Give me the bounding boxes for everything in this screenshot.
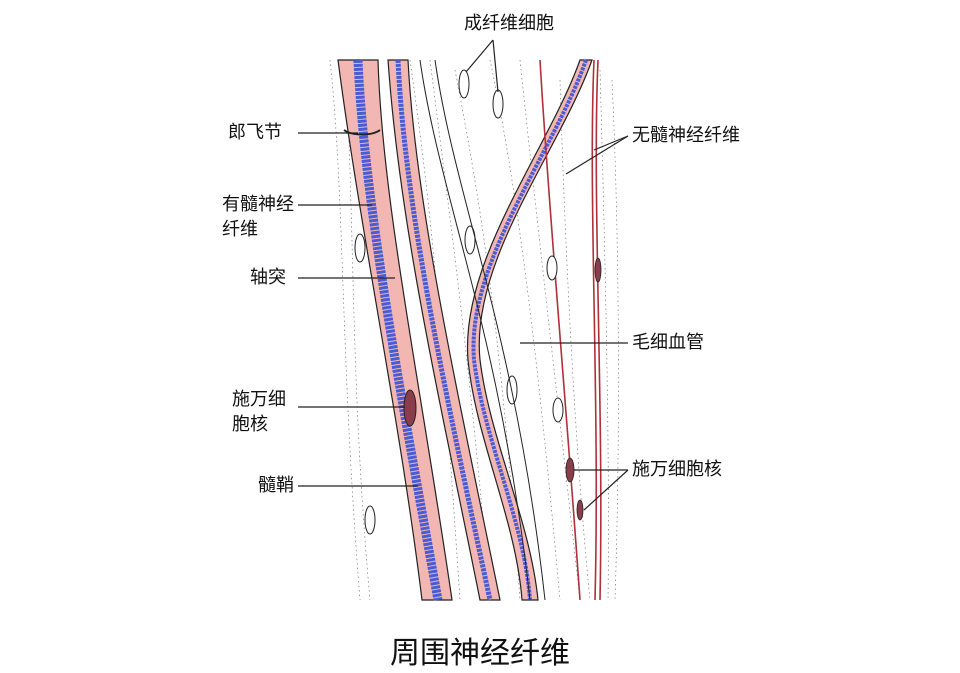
- capillary-vessel: [419, 59, 546, 601]
- schwann-nuclei-right: [565, 257, 602, 521]
- label-schwann-nucleus-left-line2: 胞核: [232, 414, 268, 435]
- label-fibroblast: 成纤维细胞: [464, 13, 554, 34]
- axon-middle: [395, 59, 493, 601]
- label-node-of-ranvier: 郎飞节: [228, 122, 282, 143]
- axon-crossing: [471, 59, 588, 601]
- figure-caption: 周围神经纤维: [390, 636, 570, 671]
- axon-left: [353, 59, 443, 601]
- myelinated-fiber-left: [337, 59, 453, 601]
- schwann-nucleus-left: [403, 389, 417, 427]
- unmyelinated-fibers: [539, 59, 602, 601]
- label-myelinated-fiber-line1: 有髓神经: [222, 194, 294, 215]
- leader-lines: [298, 39, 629, 511]
- label-axon: 轴突: [250, 267, 286, 288]
- myelinated-fiber-middle: [387, 59, 501, 601]
- label-schwann-nucleus-left-line1: 施万细: [232, 389, 286, 410]
- label-capillary: 毛细血管: [632, 332, 704, 353]
- label-schwann-nucleus-right: 施万细胞核: [632, 459, 722, 480]
- label-unmyelinated-fiber: 无髓神经纤维: [632, 125, 740, 146]
- label-myelinated-fiber-line2: 纤维: [222, 219, 258, 240]
- label-myelin-sheath: 髓鞘: [258, 475, 294, 496]
- myelinated-fiber-crossing: [466, 59, 593, 601]
